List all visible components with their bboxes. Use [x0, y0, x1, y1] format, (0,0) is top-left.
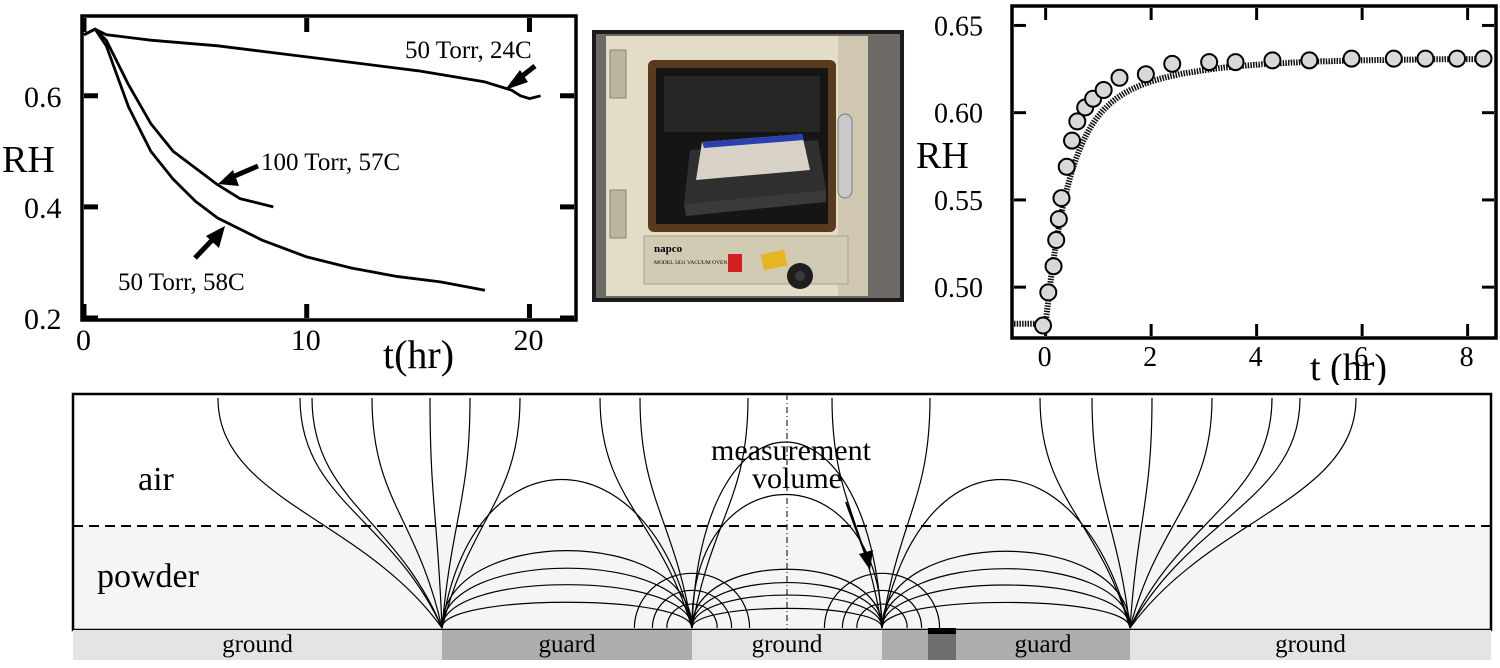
right-y-tick-label: 0.65 [934, 11, 983, 42]
left-y-axis-label: RH [2, 139, 55, 181]
ground-electrode-label: ground [222, 631, 293, 658]
ground-electrode [1130, 630, 1491, 660]
right-data-point [1044, 257, 1063, 276]
oven-model-text: MODEL 5831 VACUUM OVEN [654, 260, 727, 266]
vacuum-oven-illustration: napco MODEL 5831 VACUUM OVEN [592, 30, 904, 302]
right-data-point [1200, 53, 1219, 72]
powder-layer [73, 526, 1491, 630]
left-x-tick-label: 0 [76, 324, 91, 357]
powder-label: powder [97, 558, 200, 595]
right-x-axis-label: t (hr) [1310, 347, 1387, 385]
sensor-electrode [928, 630, 956, 660]
series-label-100torr-57c: 100 Torr, 57C [261, 149, 400, 176]
right-data-point [1049, 210, 1068, 229]
right-data-point [1384, 49, 1403, 68]
left-series-line-0 [83, 27, 541, 100]
right-data-point [1136, 65, 1155, 84]
guard-electrode-label: guard [539, 631, 596, 658]
right-data-point [1342, 49, 1361, 68]
left-plot-frame [80, 14, 578, 322]
ground-electrode-label: ground [752, 631, 823, 658]
oven-indicator-tape [760, 249, 788, 271]
series-label-50torr-24c: 50 Torr, 24C [405, 37, 532, 64]
oven-hinge-bottom [609, 189, 627, 239]
field-lines [217, 397, 1357, 629]
right-data-point [1063, 131, 1082, 150]
guard-electrode-label: guard [1015, 631, 1072, 658]
right-data-point [1300, 51, 1319, 70]
arrow-50torr-58c [193, 226, 225, 260]
right-data-point [1052, 189, 1071, 208]
right-x-tick-label: 2 [1143, 342, 1157, 373]
right-y-axis-label: RH [916, 135, 969, 177]
right-x-tick-label: 0 [1038, 342, 1052, 373]
right-data-point [1448, 49, 1467, 68]
left-x-tick-label: 10 [291, 324, 321, 357]
sensor-electrode-top [928, 628, 956, 634]
right-x-tick-label: 8 [1460, 342, 1474, 373]
oven-control-panel [643, 235, 849, 285]
ground-electrode [692, 630, 882, 660]
vacuum-oven-photo: napco MODEL 5831 VACUUM OVEN [592, 30, 904, 302]
oven-door-handle [837, 113, 853, 199]
air-label: air [138, 461, 175, 498]
left-series-line-2 [83, 27, 486, 292]
right-data-point [1034, 316, 1053, 335]
ground-electrode [73, 630, 442, 660]
right-data-point [1057, 157, 1076, 176]
left-y-tick-label: 0.2 [24, 303, 62, 336]
right-plot-frame [1010, 4, 1498, 340]
ground-electrode-label: ground [1275, 631, 1346, 658]
right-x-tick-label: 4 [1249, 342, 1263, 373]
rh-equilibration-chart: 0 2 4 6 8 0.50 0.55 0.60 0.65 RH t (hr) [912, 0, 1500, 389]
right-y-tick-label: 0.50 [934, 273, 983, 304]
measurement-volume-label-2: volume [752, 462, 842, 495]
right-x-tick-label: 6 [1354, 342, 1368, 373]
right-data-point [1047, 231, 1066, 250]
guard-electrode [882, 630, 928, 660]
guard-electrode [956, 630, 1130, 660]
measurement-volume-arrow [845, 501, 873, 570]
left-y-tick-label: 0.4 [24, 192, 62, 225]
right-data-point [1263, 51, 1282, 70]
rh-equilibration-chart-svg: 0 2 4 6 8 0.50 0.55 0.60 0.65 RH t (hr) [916, 4, 1498, 389]
rh-drying-chart-svg: 0 10 20 0.2 0.4 0.6 RH t(hr) 50 Torr, 24C 100… [2, 14, 578, 377]
oven-power-switch [728, 254, 742, 272]
right-data-point [1416, 49, 1435, 68]
left-series-line-1 [83, 27, 274, 209]
right-y-tick-label: 0.55 [934, 186, 983, 217]
left-y-tick-label: 0.6 [24, 81, 62, 114]
right-data-point [1039, 283, 1058, 302]
guard-electrode [442, 630, 692, 660]
right-y-tick-label: 0.60 [934, 99, 983, 130]
right-data-point [1068, 112, 1087, 131]
left-x-axis-label: t(hr) [383, 332, 454, 377]
right-data-point [1163, 54, 1182, 73]
arrow-100torr-57c [218, 163, 259, 186]
left-x-tick-label: 20 [513, 324, 543, 357]
right-data-point [1226, 53, 1245, 72]
series-label-50torr-58c: 50 Torr, 58C [118, 269, 245, 296]
measurement-volume-label: measurement [711, 434, 872, 467]
arrow-50torr-24c [505, 64, 537, 90]
oven-hinge-top [609, 49, 627, 99]
right-data-point [1474, 49, 1493, 68]
rh-drying-chart: 0 10 20 0.2 0.4 0.6 RH t(hr) 50 Torr, 24C 100… [0, 0, 590, 380]
right-data-point [1110, 68, 1129, 87]
oven-brand: napco [654, 243, 683, 255]
right-data-point [1094, 81, 1113, 99]
